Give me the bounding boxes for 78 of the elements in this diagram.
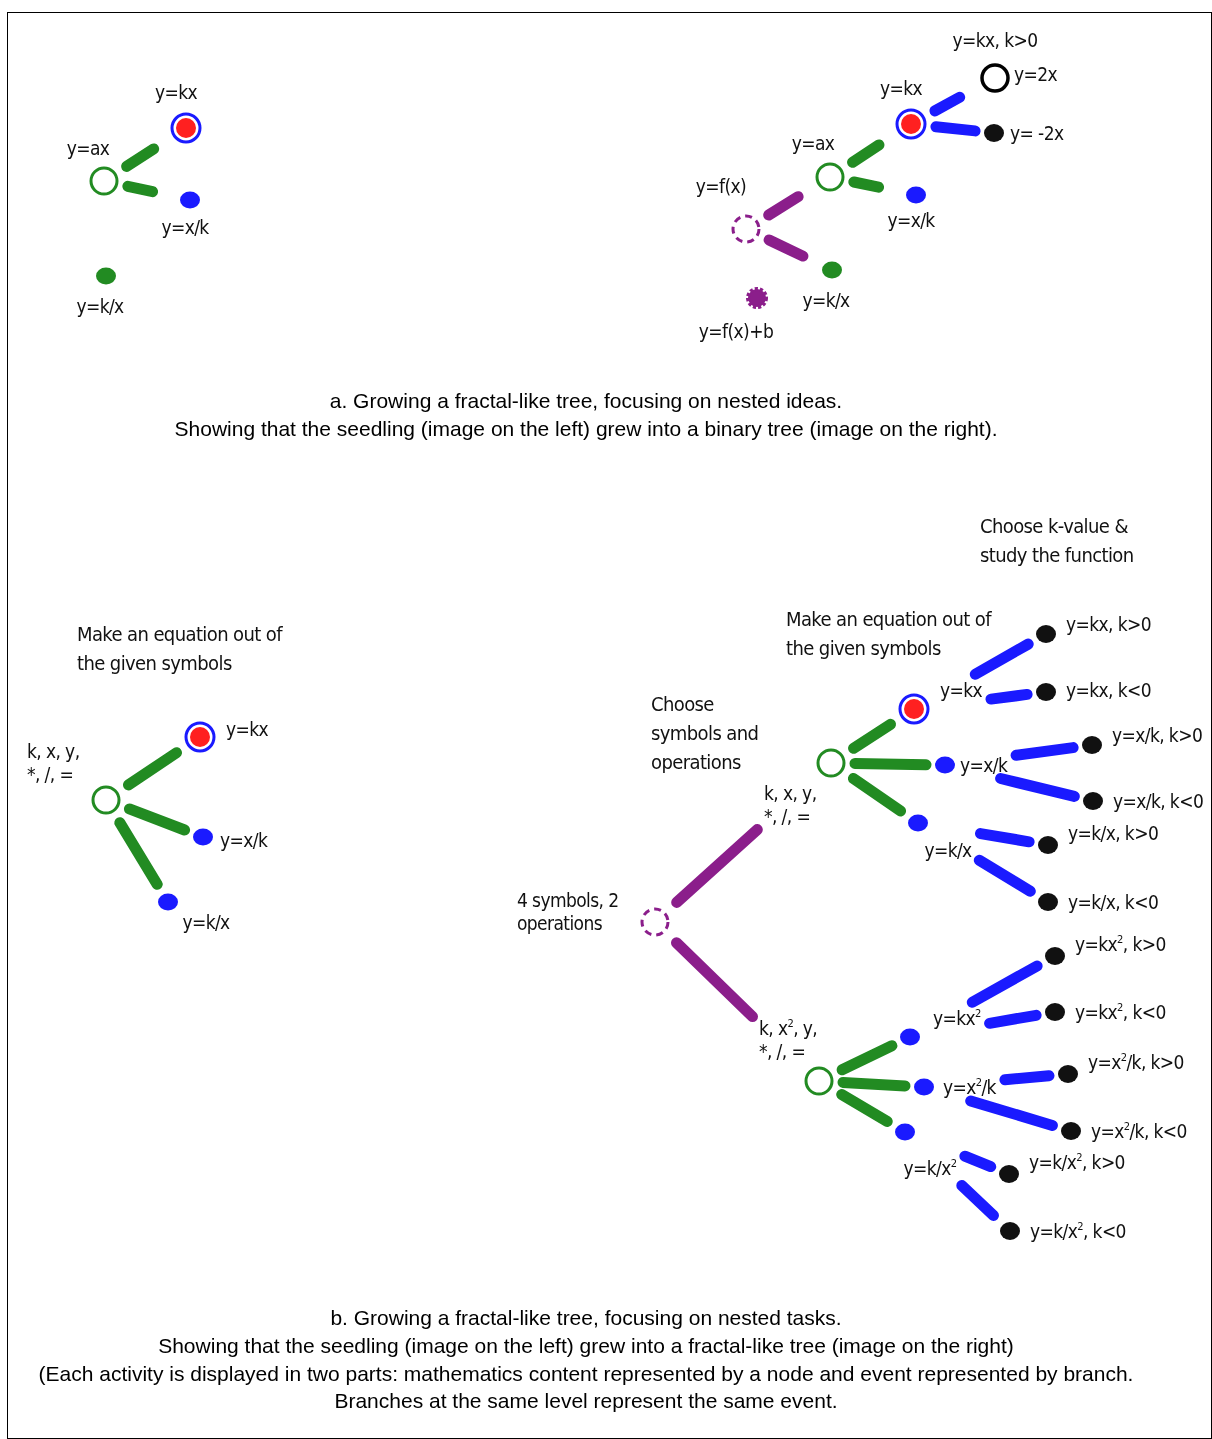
formula-label: y=x/k, k>0 — [1112, 723, 1203, 747]
formula-label: 4 symbols, 2 operations — [517, 889, 620, 935]
branch — [975, 828, 1035, 848]
branch — [966, 960, 1043, 1008]
caption: Showing that the seedling (image on the left) grew into a fractal-like tree (image on the right) — [157, 1333, 1015, 1359]
branch — [763, 234, 809, 262]
formula-label: y=k/x, k>0 — [1068, 821, 1159, 845]
branch — [836, 1089, 893, 1127]
formula-label: y=kx — [940, 678, 983, 702]
formula-label: y=x$^{2}$/k — [943, 1075, 996, 1099]
step-note: Make an equation out of the given symbols — [786, 606, 991, 662]
branch — [671, 824, 763, 908]
formula-label: y=kx — [154, 80, 198, 104]
formula-label: y=k/x — [924, 838, 972, 862]
formula-label: y=kx, k>0 — [1066, 612, 1151, 636]
formula-label: y=k/x$^{2}$ — [903, 1156, 957, 1180]
formula-label: k, x$^{2}$, y, *, /, = — [759, 1017, 819, 1063]
caption: (Each activity is displayed in two parts: mathematics content represented by a node and event represented by branch. Branches at the same level represent the same event. — [37, 1361, 1135, 1415]
formula-label: y=k/x — [802, 288, 850, 312]
branch — [122, 180, 159, 198]
branch — [114, 817, 163, 890]
branch — [848, 718, 896, 754]
branch — [984, 1009, 1042, 1029]
branch — [671, 937, 758, 1023]
formula-label: y=kx, k<0 — [1066, 678, 1151, 702]
caption: a. Growing a fractal-like tree, focusing on nested ideas. — [328, 388, 844, 414]
formula-label: y=2x — [1014, 62, 1058, 86]
formula-label: y=kx — [226, 717, 269, 741]
formula-label: y=k/x — [76, 294, 124, 318]
formula-label: y=k/x, k<0 — [1068, 890, 1159, 914]
formula-label: y=x$^{2}$/k, k>0 — [1088, 1050, 1184, 1074]
formula-label: y=x/k — [887, 208, 935, 232]
formula-label: y=x$^{2}$/k, k<0 — [1091, 1119, 1187, 1143]
branch — [847, 139, 885, 168]
formula-label: k, x, y, *, /, = — [27, 740, 81, 786]
formula-label: y=kx$^{2}$, k>0 — [1075, 932, 1166, 956]
formula-label: y= -2x — [1010, 121, 1064, 145]
caption: b. Growing a fractal-like tree, focusing on nested tasks. — [329, 1305, 843, 1331]
formula-label: y=x/k — [960, 753, 1008, 777]
branch — [847, 773, 907, 817]
branch — [837, 1076, 911, 1092]
branch — [973, 854, 1036, 897]
branch — [985, 688, 1033, 705]
branch — [995, 773, 1080, 802]
branch — [929, 91, 966, 117]
formula-label: y=k/x — [182, 910, 230, 934]
formula-label: y=kx$^{2}$ — [933, 1006, 981, 1030]
branch — [999, 1070, 1055, 1086]
formula-label: y=ax — [791, 131, 835, 155]
branch — [1010, 742, 1079, 761]
branch — [930, 121, 981, 137]
branch — [969, 638, 1034, 680]
formula-label: y=f(x) — [695, 174, 747, 198]
formula-label: y=x/k, k<0 — [1113, 789, 1204, 813]
step-note: Make an equation out of the given symbols — [77, 621, 284, 677]
formula-label: y=x/k — [161, 215, 209, 239]
formula-label: y=k/x$^{2}$, k<0 — [1030, 1219, 1126, 1243]
formula-label: y=x/k — [220, 828, 268, 852]
branch — [763, 191, 804, 221]
formula-label: y=ax — [66, 136, 110, 160]
step-note: Choose symbols and operations — [651, 691, 760, 776]
branch — [123, 803, 191, 836]
step-note: Choose k-value & study the function — [980, 513, 1135, 569]
branch — [836, 1040, 898, 1076]
branch — [848, 176, 885, 193]
formula-label: k, x, y, *, /, = — [764, 782, 818, 828]
branch — [965, 1095, 1058, 1131]
caption: Showing that the seedling (image on the left) grew into a binary tree (image on the right). — [173, 416, 999, 442]
branch — [123, 747, 182, 791]
formula-label: y=kx, k>0 — [952, 28, 1038, 52]
branch — [849, 757, 932, 771]
branch — [956, 1180, 999, 1221]
formula-label: y=kx$^{2}$, k<0 — [1075, 1000, 1166, 1024]
formula-label: y=kx — [879, 76, 923, 100]
branch — [121, 143, 160, 172]
branch — [959, 1150, 997, 1173]
formula-label: y=k/x$^{2}$, k>0 — [1029, 1150, 1125, 1174]
formula-label: y=f(x)+b — [698, 319, 774, 343]
